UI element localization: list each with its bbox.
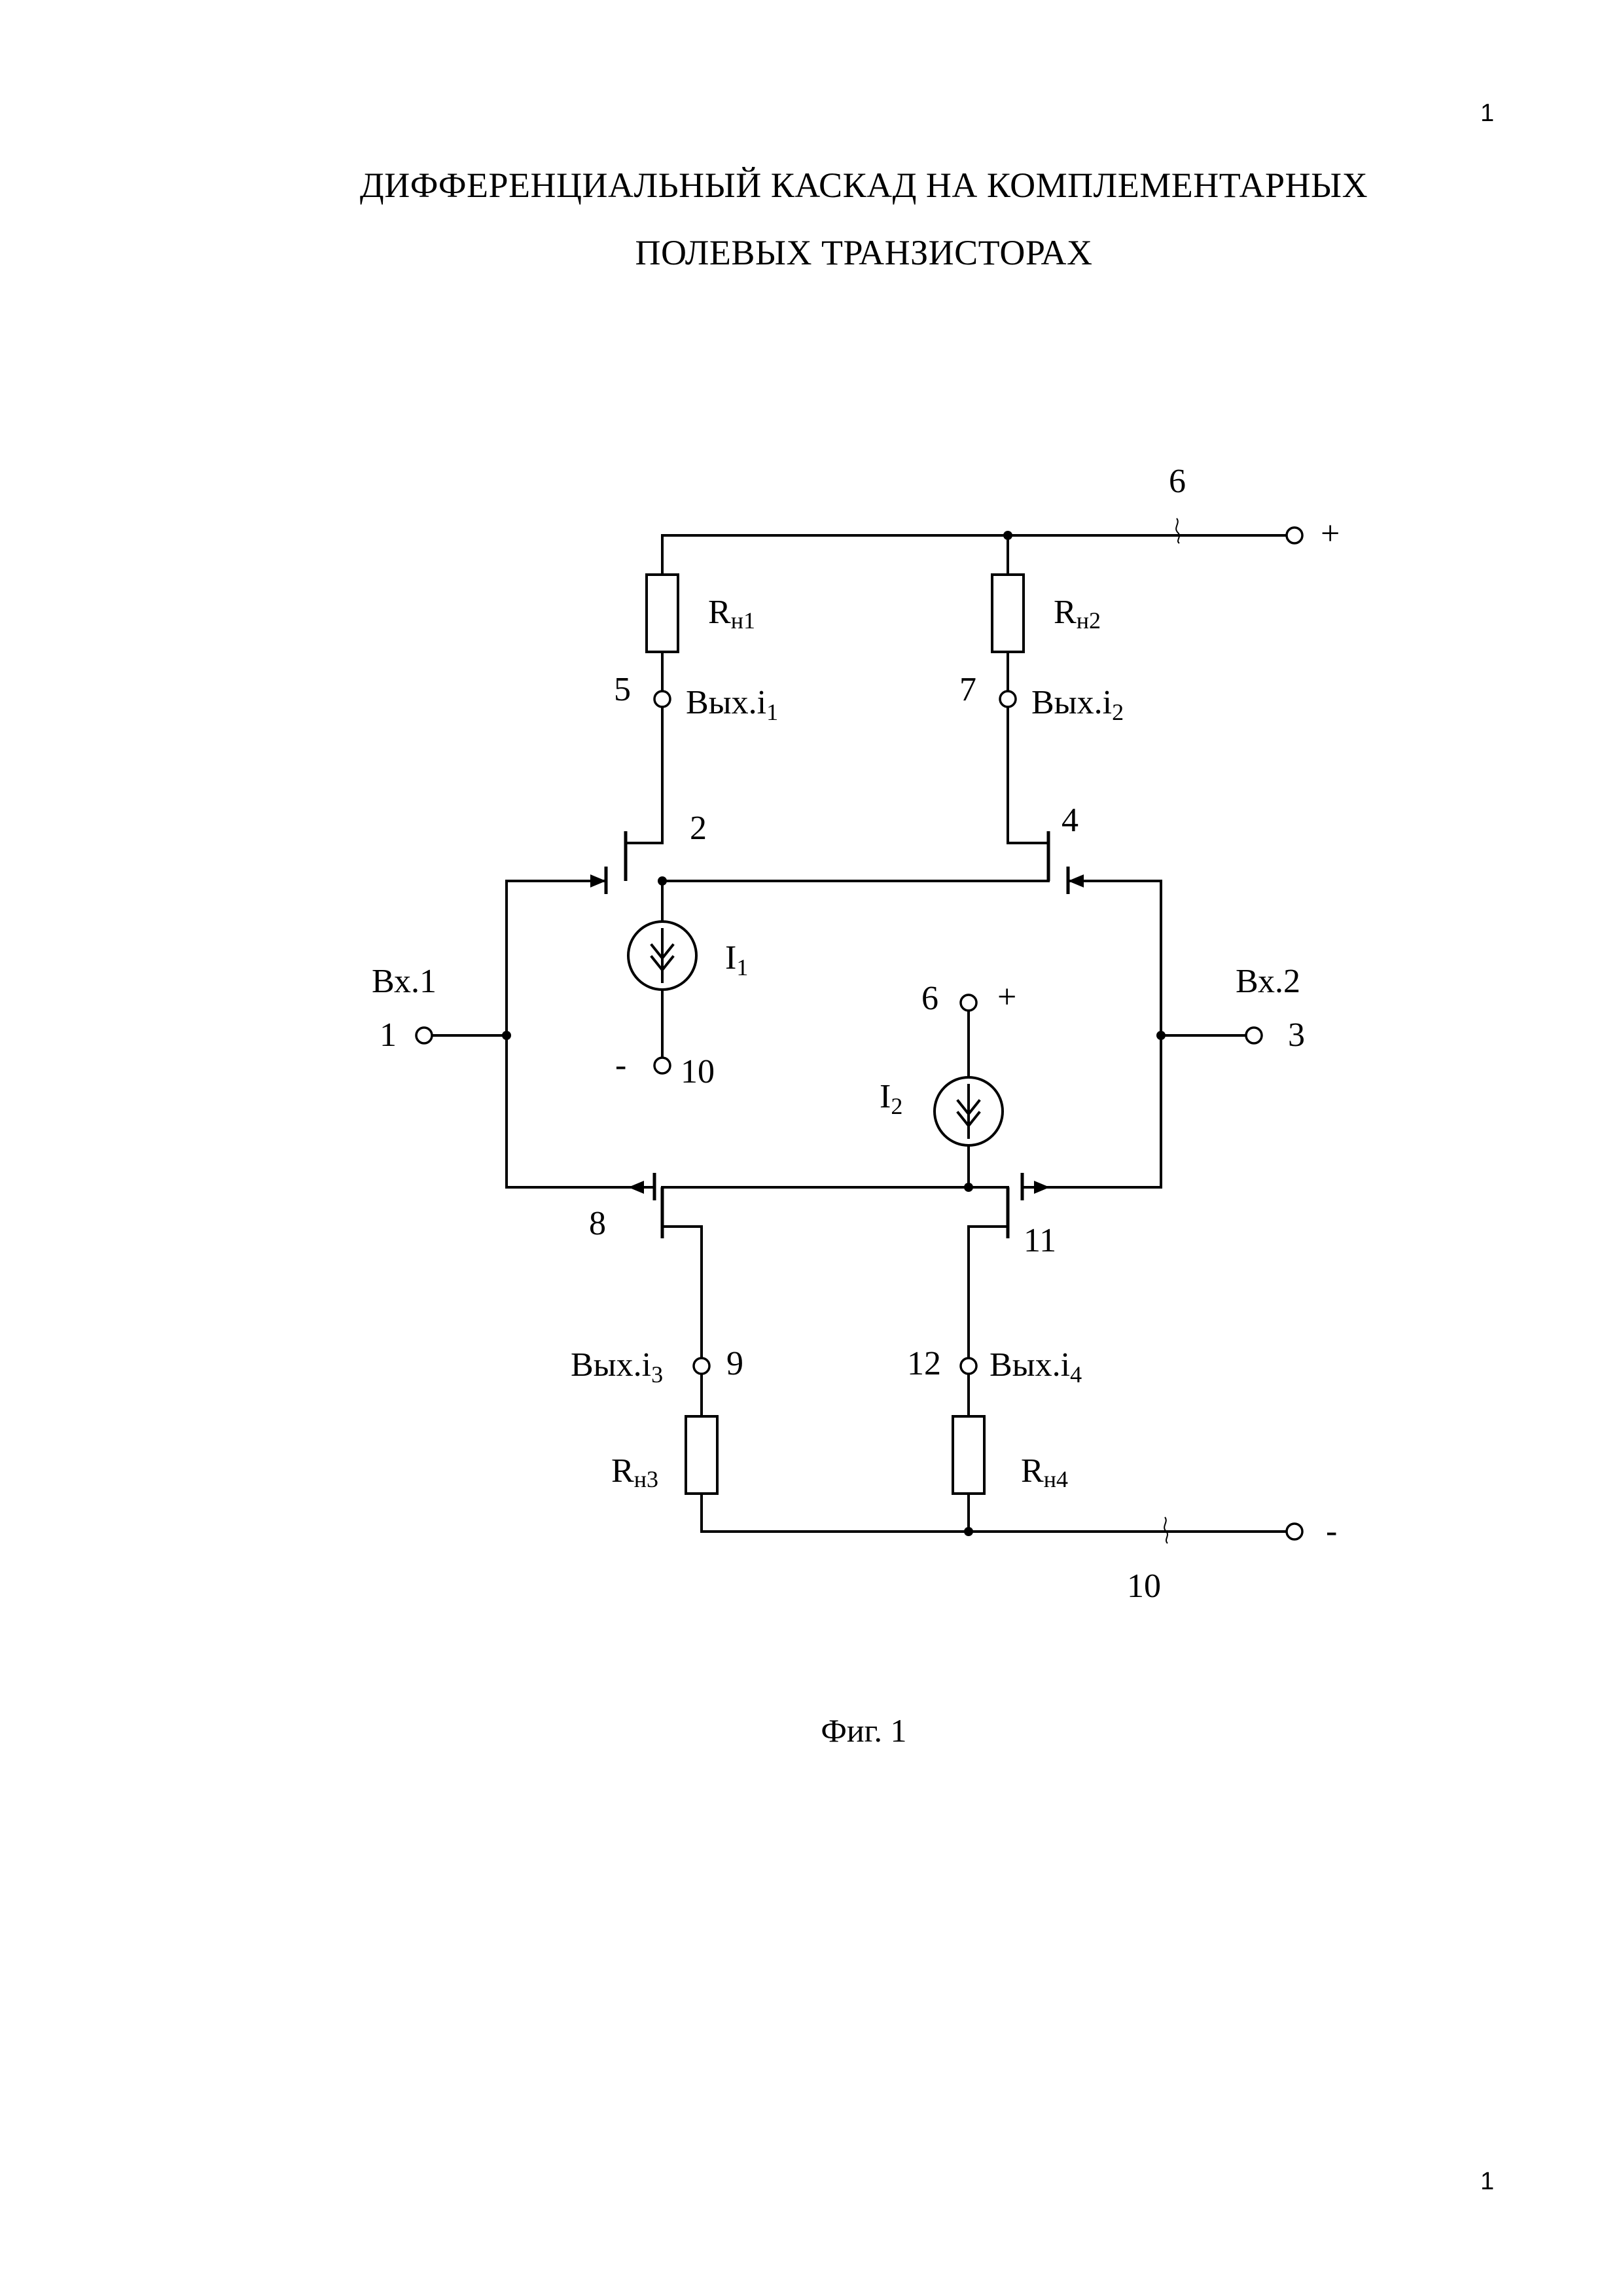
title-line-2: ПОЛЕВЫХ ТРАНЗИСТОРАХ: [635, 233, 1093, 272]
node-2: 2: [690, 810, 707, 847]
top-rail: [661, 534, 1296, 584]
label-i2: I2: [880, 1078, 902, 1119]
terminal-out-7: [999, 690, 1017, 708]
resistor-rh1: [645, 573, 679, 653]
current-source-i2-chevron-1: [956, 1099, 981, 1117]
terminal-supply-plus: [1285, 526, 1304, 545]
plus-top: +: [1321, 515, 1340, 552]
junction-upper-bus: [658, 876, 667, 886]
minus-bottom: -: [1326, 1513, 1337, 1550]
node-6-top: 6: [1169, 463, 1186, 500]
node-5: 5: [614, 671, 631, 708]
label-out-4: Вых.i4: [990, 1346, 1082, 1388]
left-input-frame: [505, 880, 656, 1189]
resistor-rh4: [952, 1415, 986, 1495]
drain-wire-2: [624, 706, 664, 844]
transistor-8-arrow: [628, 1181, 644, 1194]
node-12: 12: [907, 1345, 941, 1382]
label-rh3: Rн3: [611, 1452, 658, 1492]
node-11: 11: [1024, 1222, 1056, 1259]
current-source-i1-chevron-1: [650, 943, 675, 961]
node-10-mid: 10: [681, 1053, 715, 1090]
node-1: 1: [380, 1016, 397, 1054]
label-rh4: Rн4: [1021, 1452, 1068, 1492]
transistor-4-arrow: [1068, 874, 1084, 888]
label-input-1: Вх.1: [372, 963, 437, 1000]
plus-mid: +: [997, 978, 1016, 1016]
right-input-frame: [1021, 880, 1162, 1189]
terminal-supply-minus: [1285, 1522, 1304, 1541]
terminal-out-12: [959, 1357, 978, 1375]
title-line-1: ДИФФЕРЕНЦИАЛЬНЫЙ КАСКАД НА КОМПЛЕМЕНТАРН…: [359, 166, 1368, 205]
wires: [431, 534, 1296, 1533]
label-rh2: Rн2: [1054, 594, 1101, 634]
resistor-rh2: [991, 573, 1025, 653]
label-out-1: Вых.i1: [686, 684, 778, 725]
label-rh1: Rн1: [708, 594, 755, 634]
transistor-11-arrow: [1034, 1181, 1050, 1194]
terminal-out-5: [653, 690, 671, 708]
bottom-rail: [700, 1492, 1296, 1533]
node-7: 7: [959, 671, 976, 708]
label-input-2: Вх.2: [1236, 963, 1300, 1000]
page-number-top: 1: [1480, 99, 1495, 127]
node-3: 3: [1288, 1016, 1305, 1054]
node-8: 8: [589, 1205, 606, 1242]
junction-top: [1003, 531, 1012, 540]
junction-bottom: [964, 1527, 973, 1536]
current-source-i1: [627, 920, 698, 991]
junction-input-1: [502, 1031, 511, 1040]
current-source-i1-chevron-2: [650, 955, 675, 973]
resistor-rh3: [685, 1415, 719, 1495]
drain-wire-8: [661, 1225, 703, 1359]
terminal-input-3: [1245, 1026, 1263, 1045]
minus-mid: -: [615, 1047, 626, 1084]
wire-marker-top: [1175, 518, 1180, 544]
node-10-bottom: 10: [1127, 1568, 1161, 1605]
drain-wire-4: [1007, 706, 1050, 844]
terminal-input-1: [415, 1026, 433, 1045]
transistor-2-arrow: [590, 874, 606, 888]
transistor-8: [628, 1173, 664, 1238]
current-source-i2: [933, 1076, 1004, 1147]
node-9: 9: [726, 1345, 743, 1382]
current-source-i2-chevron-2: [956, 1111, 981, 1128]
transistor-2: [590, 831, 628, 894]
node-6-mid: 6: [921, 980, 938, 1017]
figure-caption: Фиг. 1: [821, 1712, 907, 1749]
node-4: 4: [1061, 802, 1079, 839]
transistor-4: [1046, 831, 1084, 894]
wire-marker-bottom: [1164, 1516, 1168, 1544]
label-out-3: Вых.i3: [571, 1346, 663, 1388]
label-i1: I1: [725, 939, 748, 980]
junction-lower-bus: [964, 1183, 973, 1192]
terminal-minus-10: [653, 1056, 671, 1075]
page-number-bottom: 1: [1480, 2168, 1495, 2195]
terminal-out-9: [692, 1357, 711, 1375]
label-out-2: Вых.i2: [1031, 684, 1124, 725]
terminal-plus-6: [959, 994, 978, 1012]
junction-input-3: [1156, 1031, 1166, 1040]
drain-wire-11: [967, 1225, 1009, 1359]
transistor-11: [1006, 1173, 1050, 1238]
